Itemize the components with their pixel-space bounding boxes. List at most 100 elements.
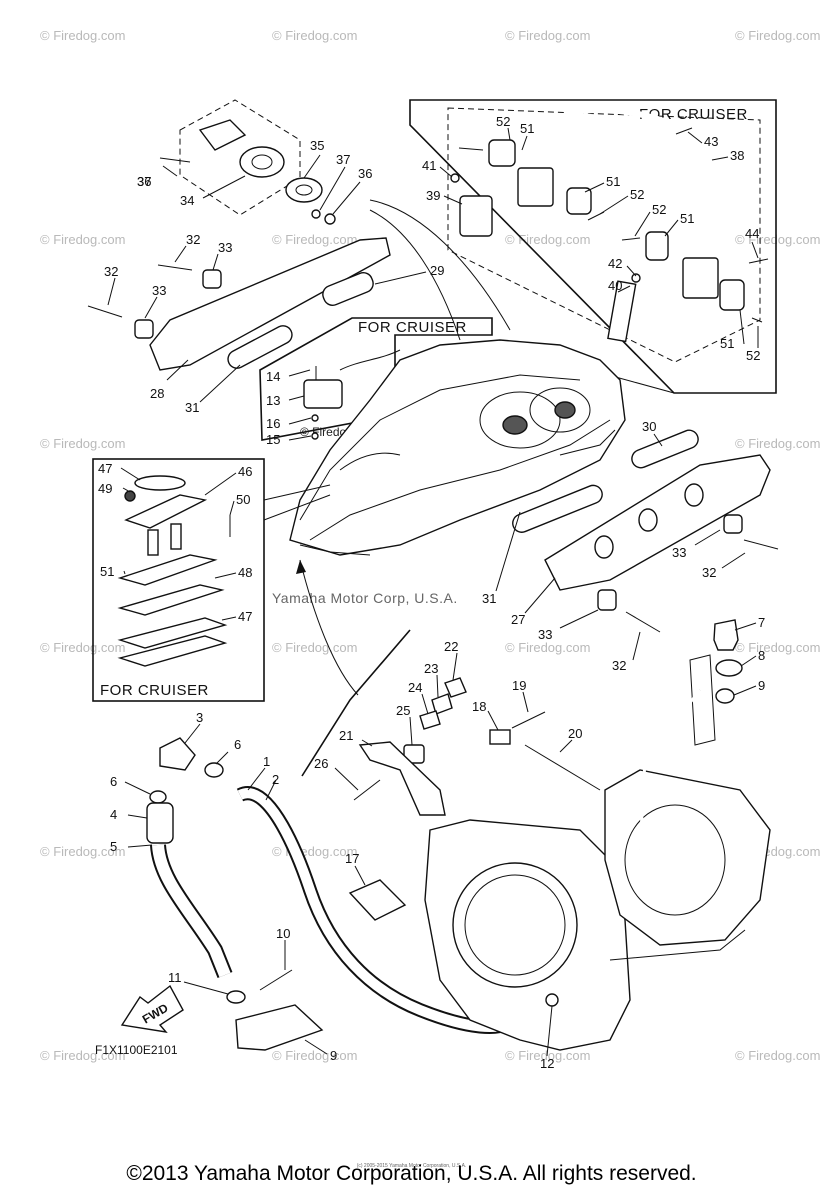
callout: 52 [652, 202, 666, 217]
callout: 35 [310, 138, 324, 153]
callouts: 52 51 41 39 51 52 52 51 43 38 42 40 44 5… [95, 114, 765, 1071]
watermark: © Firedog.com [735, 1048, 820, 1063]
gasket-34 [239, 146, 285, 178]
cruiser-mid-label: FOR CRUISER [358, 319, 467, 336]
callout: 51 [720, 336, 734, 351]
callout: 42 [608, 256, 622, 271]
callout: 25 [396, 703, 410, 718]
vent-dashed [179, 99, 301, 216]
cover-31-upper [227, 325, 293, 369]
oring-8 [715, 659, 743, 677]
nut-42a [450, 173, 460, 183]
clamp-6a [204, 762, 224, 778]
center-watermark: Yamaha Motor Corp, U.S.A. [272, 590, 458, 606]
lower-rail-group [512, 429, 779, 633]
post-right [170, 523, 182, 550]
watermark: © Firedog.com [40, 28, 125, 43]
sensor-11 [259, 969, 293, 991]
module-14 [303, 379, 343, 409]
assembly-arrow [299, 559, 359, 696]
wire-harness [339, 349, 401, 371]
cruiser-mid-box [259, 317, 493, 441]
callout: 50 [236, 492, 250, 507]
callout: 38 [730, 148, 744, 163]
clip-18 [348, 879, 407, 921]
callout: 43 [704, 134, 718, 149]
callout: 51 [606, 174, 620, 189]
callout: 26 [314, 756, 328, 771]
callout: 28 [150, 386, 164, 401]
callout: 34 [180, 193, 194, 208]
bracket-22 [358, 741, 446, 816]
callout: 13 [266, 393, 280, 408]
cruiser-top-dashed [447, 107, 761, 363]
control-box-10 [235, 1004, 324, 1051]
plate-50 [117, 554, 218, 586]
watermark: © Firedog.com [40, 1048, 125, 1063]
callout: 31 [185, 400, 199, 415]
callout: 9 [330, 1048, 337, 1063]
callout: 11 [168, 970, 182, 985]
watermark: © Firedog.com [272, 232, 357, 247]
callout: 6 [234, 737, 241, 752]
nut-16 [311, 432, 319, 440]
spacer-33d [597, 589, 617, 611]
washer-25 [419, 710, 441, 730]
watermark: © Firedog.com [735, 436, 820, 451]
spacer-33b [134, 319, 154, 339]
nut-23 [444, 677, 467, 698]
pin-20 [511, 711, 546, 729]
callout: 12 [540, 1056, 554, 1071]
callout: 40 [608, 278, 622, 293]
callout: 15 [266, 432, 280, 447]
callout: 32 [186, 232, 200, 247]
bolt-43a [675, 127, 693, 135]
washer-17 [311, 414, 319, 422]
callout: 32 [104, 264, 118, 279]
callout: 5 [110, 839, 117, 854]
callout: 49 [98, 481, 112, 496]
watermark: © Firedog.com [40, 436, 125, 451]
plug-7 [713, 619, 739, 651]
bolt-48 [124, 490, 136, 502]
watermark: © Firedog.com [505, 28, 590, 43]
watermark: © Firedog.com [272, 640, 357, 655]
bolt-43b [748, 258, 769, 264]
plate-46 [117, 617, 228, 649]
plate-47 [117, 584, 225, 616]
callout: 7 [758, 615, 765, 630]
callout: 44 [745, 226, 759, 241]
watermark: © Firedog.com [735, 28, 820, 43]
cleat-base-44 [124, 494, 208, 529]
watermark: © Firedog.com [735, 640, 820, 655]
callout: 22 [444, 639, 458, 654]
callout: 10 [276, 926, 290, 941]
bolt-26 [403, 744, 425, 764]
leaders [107, 127, 759, 1057]
cleat-45 [134, 475, 186, 491]
callout: 16 [266, 416, 280, 431]
watermark: © Firedog.com [272, 28, 357, 43]
callout: 37 [137, 174, 151, 189]
callout: 2 [272, 772, 279, 787]
bolt-36 [159, 157, 191, 163]
callout: 33 [218, 240, 232, 255]
handle-cap-51c [645, 231, 669, 261]
callout: 8 [758, 648, 765, 663]
vent-cap [198, 119, 247, 151]
rail-29 [149, 237, 391, 371]
callout: 32 [702, 565, 716, 580]
hull-group [289, 199, 626, 696]
cruiser-handle-group: FOR CRUISER [409, 99, 777, 394]
fwd-arrow [120, 984, 184, 1033]
lower-center-group [301, 629, 601, 816]
callout: 51 [680, 211, 694, 226]
plate-40 [607, 280, 637, 343]
housing-right [604, 769, 771, 946]
callout: 30 [642, 419, 656, 434]
tie-21 [524, 744, 601, 791]
nut-38 [324, 213, 336, 225]
fitting-3 [159, 737, 196, 771]
plug-13 [545, 993, 559, 1007]
